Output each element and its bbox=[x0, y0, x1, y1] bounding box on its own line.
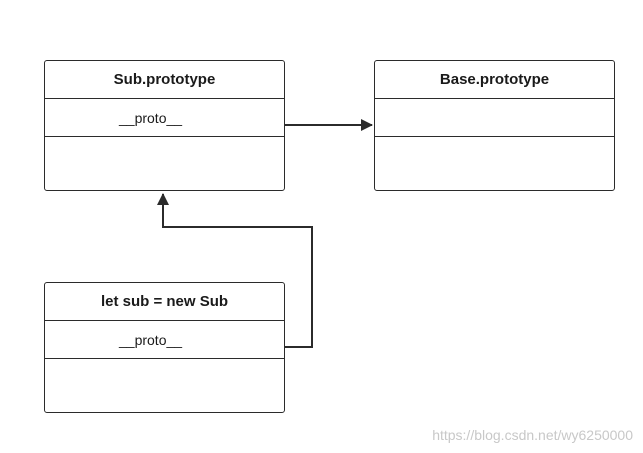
base-prototype-field bbox=[375, 99, 614, 137]
instance-title: let sub = new Sub bbox=[45, 283, 284, 321]
instance-proto-field: __proto__ bbox=[45, 321, 284, 359]
sub-prototype-empty-section bbox=[45, 137, 284, 190]
arrow-instance-to-sub bbox=[157, 193, 313, 348]
base-prototype-box: Base.prototype bbox=[374, 60, 615, 191]
instance-empty-section bbox=[45, 359, 284, 412]
sub-prototype-title: Sub.prototype bbox=[45, 61, 284, 99]
sub-prototype-proto-field: __proto__ bbox=[45, 99, 284, 137]
sub-prototype-box: Sub.prototype __proto__ bbox=[44, 60, 285, 191]
base-prototype-title: Base.prototype bbox=[375, 61, 614, 99]
watermark-text: https://blog.csdn.net/wy6250000 bbox=[432, 427, 633, 443]
base-prototype-empty-section bbox=[375, 137, 614, 190]
instance-box: let sub = new Sub __proto__ bbox=[44, 282, 285, 413]
